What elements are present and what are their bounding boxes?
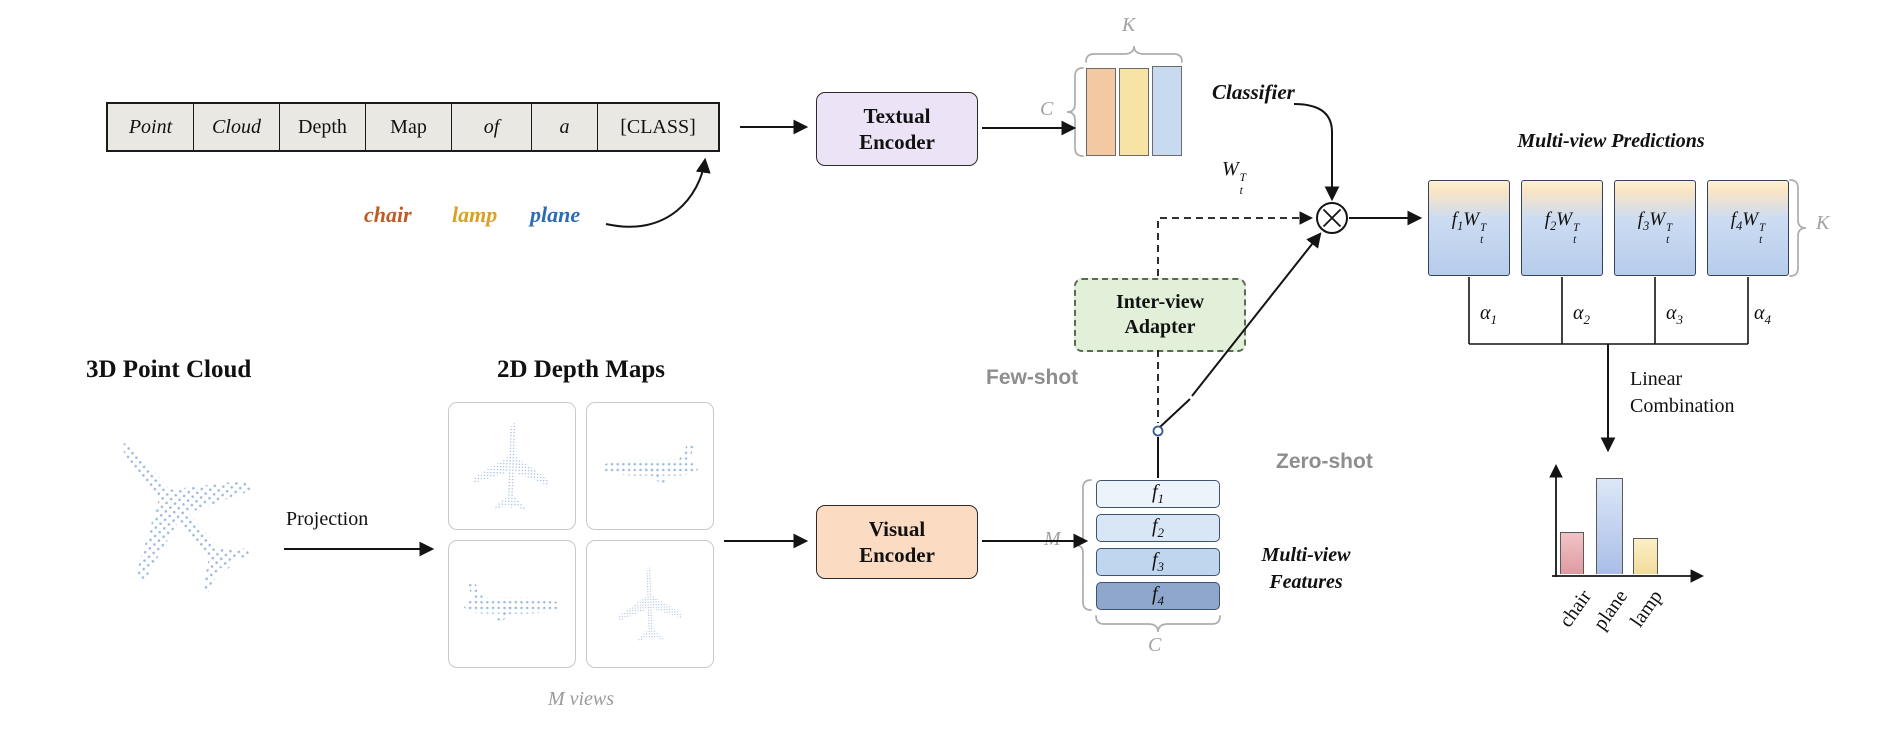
brace-c-left: [1066, 67, 1084, 157]
class-word-chair: chair: [364, 202, 412, 227]
visual-encoder-line2: Encoder: [859, 543, 935, 567]
arrow-adapter-to-product-dashed: [1157, 211, 1314, 276]
chart-bar-lamp: [1633, 538, 1658, 574]
switch-node-icon: [1152, 425, 1164, 437]
w-base: W: [1222, 158, 1239, 180]
projection-label: Projection: [286, 508, 369, 530]
tensor-product-icon: [1316, 202, 1348, 234]
dim-m-left: M: [1044, 528, 1061, 550]
feature-label-f1: f1: [1151, 481, 1165, 506]
alpha-3: α3: [1666, 302, 1683, 327]
heading-2d-depth-maps: 2D Depth Maps: [496, 356, 666, 383]
prompt-table: Point Cloud Depth Map of a [CLASS]: [106, 102, 720, 152]
alpha-2: α2: [1573, 302, 1590, 327]
chart-bar-chair: [1560, 532, 1584, 574]
prompt-cell-of: of: [452, 104, 532, 150]
heading-3d-point-cloud: 3D Point Cloud: [86, 356, 252, 383]
dim-k-top: K: [1122, 14, 1136, 36]
textual-encoder-line2: Encoder: [859, 130, 935, 154]
chart-bar-plane: [1596, 478, 1623, 574]
visual-encoder-line1: Visual: [868, 517, 926, 541]
few-shot-label: Few-shot: [986, 366, 1079, 389]
zero-shot-label: Zero-shot: [1276, 450, 1373, 473]
feature-row-f4: f4: [1096, 582, 1220, 610]
features-caption-line2: Features: [1269, 571, 1343, 593]
brace-c-bottom: [1095, 615, 1221, 633]
linear-combination-line1: Linear: [1630, 368, 1683, 390]
w-sub: t: [1239, 183, 1243, 197]
classifier-label: Classifier: [1212, 80, 1295, 104]
inter-view-adapter-box: Inter-view Adapter: [1074, 278, 1246, 352]
feature-row-f1: f1: [1096, 480, 1220, 508]
arrow-classifier-to-product: [1293, 103, 1340, 202]
brace-k-right: [1789, 179, 1807, 277]
depth-map-panel-4: [586, 540, 714, 668]
visual-encoder-box: Visual Encoder: [816, 505, 978, 579]
prompt-cell-map: Map: [366, 104, 452, 150]
feature-row-f2: f2: [1096, 514, 1220, 542]
feature-label-f4: f4: [1151, 583, 1165, 608]
alpha-4: α4: [1754, 302, 1771, 327]
prompt-cell-cloud: Cloud: [194, 104, 280, 150]
w-sup: T: [1239, 171, 1247, 185]
prompt-cell-a: a: [532, 104, 598, 150]
textual-encoder-line1: Textual: [863, 104, 931, 128]
bracket-lines: [1468, 277, 1749, 345]
brace-k-top: [1085, 45, 1183, 63]
multi-view-predictions-title: Multi-view Predictions: [1517, 130, 1705, 152]
dim-c-left: C: [1040, 98, 1054, 120]
classifier-bar-orange: [1086, 68, 1116, 156]
adapter-line2: Adapter: [1124, 316, 1196, 338]
feature-label-f2: f2: [1151, 515, 1165, 540]
class-word-plane: plane: [530, 202, 581, 227]
point-cloud-plane: [64, 394, 287, 621]
prompt-cell-point: Point: [108, 104, 194, 150]
brace-m-left: [1074, 479, 1092, 611]
switch-lever: [1159, 398, 1191, 428]
feature-label-f3: f3: [1151, 549, 1165, 574]
classifier-bar-blue: [1152, 66, 1182, 156]
classifier-bar-yellow: [1119, 68, 1149, 156]
dim-k-right: K: [1816, 212, 1830, 234]
depth-map-panel-1: [448, 402, 576, 530]
alpha-bracket: [1468, 277, 1749, 453]
arrow-classes-to-class-token: [605, 157, 711, 228]
prompt-cell-class: [CLASS]: [620, 115, 696, 138]
linear-combination-line2: Combination: [1630, 395, 1735, 417]
textual-encoder-box: Textual Encoder: [816, 92, 978, 166]
multi-view-features-caption: Multi-view Features: [1236, 542, 1376, 596]
linear-combination-label: Linear Combination: [1630, 366, 1734, 420]
prompt-cell-depth: Depth: [280, 104, 366, 150]
dim-c-bottom: C: [1148, 634, 1162, 656]
depth-map-panel-3: [448, 540, 576, 668]
m-views-label: M views: [547, 688, 615, 710]
depth-map-panel-2: [586, 402, 714, 530]
feature-row-f3: f3: [1096, 548, 1220, 576]
adapter-line1: Inter-view: [1115, 291, 1205, 313]
class-word-lamp: lamp: [452, 202, 498, 227]
alpha-1: α1: [1480, 302, 1497, 327]
features-caption-line1: Multi-view: [1261, 544, 1351, 566]
